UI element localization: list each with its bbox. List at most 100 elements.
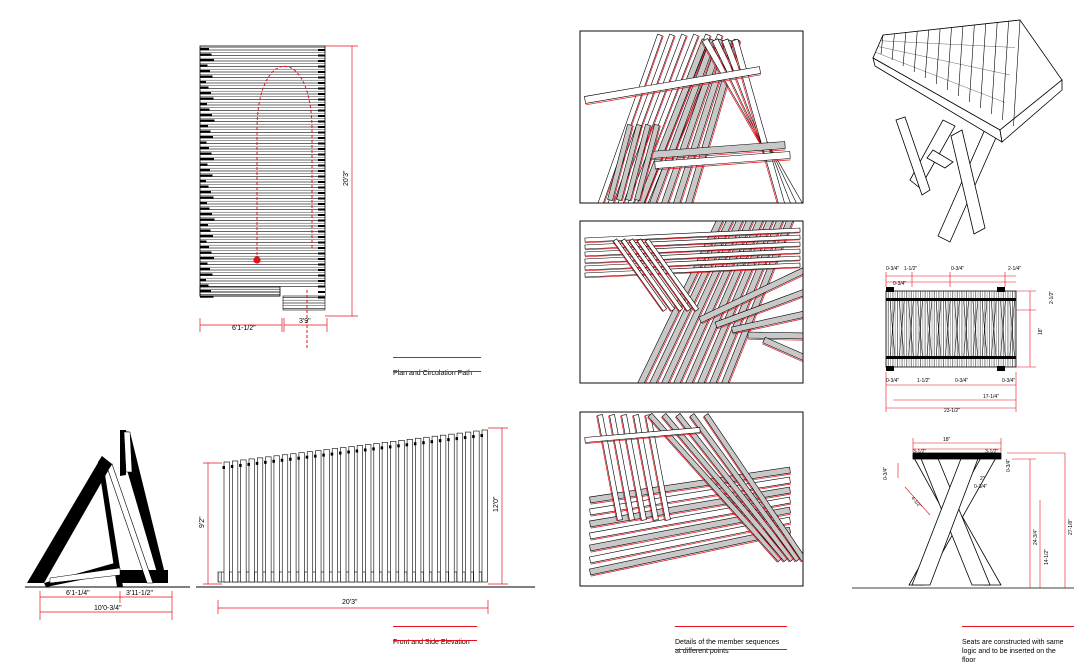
plan-member-end bbox=[200, 279, 206, 282]
plan-member-end bbox=[200, 147, 209, 150]
dim-leg-c: 0-3/4" bbox=[883, 467, 889, 480]
detail-member bbox=[625, 123, 651, 202]
plan-member-end bbox=[318, 214, 325, 216]
detail-member-edge bbox=[620, 415, 641, 521]
plan-member-end bbox=[200, 273, 213, 276]
seat-perspective bbox=[872, 19, 1063, 243]
detail-member-edge bbox=[716, 221, 785, 383]
front-post-joint bbox=[438, 439, 442, 443]
detail-member-edge bbox=[674, 416, 790, 563]
plan-right-member-ends bbox=[318, 49, 325, 299]
plan-member-end bbox=[318, 269, 325, 271]
detail-member bbox=[731, 311, 803, 334]
plan-member-end bbox=[318, 263, 325, 266]
detail-member bbox=[747, 331, 803, 340]
plan-member-end bbox=[318, 148, 325, 150]
seat-cross-member bbox=[954, 299, 960, 359]
plan-member-end bbox=[200, 64, 208, 67]
front-post bbox=[315, 450, 322, 583]
plan-member-end bbox=[318, 219, 325, 222]
detail-member bbox=[731, 38, 785, 203]
plan-member-end bbox=[318, 65, 325, 68]
detail-1-members bbox=[584, 33, 803, 203]
front-post bbox=[323, 449, 330, 583]
detail-member-edge bbox=[585, 260, 801, 272]
plan-member-end bbox=[200, 240, 207, 243]
plan-member-end bbox=[200, 251, 212, 254]
detail-member-edge bbox=[585, 246, 801, 258]
front-post-joint bbox=[472, 435, 475, 439]
seat-slat bbox=[880, 34, 884, 55]
front-post bbox=[290, 453, 297, 583]
dim-leg-a: 3-1/2" bbox=[913, 449, 926, 455]
detail-member bbox=[584, 427, 701, 443]
detail-member-edge bbox=[628, 241, 680, 312]
plan-member-end bbox=[318, 203, 325, 205]
caption-seats: Seats are constructed with same logic an… bbox=[962, 626, 1074, 664]
detail-member bbox=[584, 227, 801, 243]
seat-slat bbox=[957, 26, 964, 97]
detail-member-edge bbox=[732, 318, 803, 335]
seat-cross-member bbox=[917, 299, 923, 359]
dim-leg-h: 24-3/4" bbox=[1033, 529, 1039, 545]
front-post bbox=[356, 445, 363, 583]
plan-member-end bbox=[318, 175, 325, 178]
front-post bbox=[265, 456, 272, 583]
detail-member-edge bbox=[730, 41, 778, 203]
plan-member-end bbox=[200, 59, 214, 62]
caption-elevation-text: Front and Side Elevation bbox=[393, 639, 470, 646]
detail-member-edge bbox=[717, 296, 803, 330]
plan-member-end bbox=[318, 49, 325, 51]
front-posts bbox=[222, 429, 488, 583]
front-post bbox=[223, 461, 230, 583]
caption-details-text: Details of the member sequences at diffe… bbox=[675, 639, 780, 655]
plan-member-end bbox=[200, 108, 210, 111]
dim-seat-left-edge: 0-3/4" bbox=[893, 281, 906, 287]
seat-slat bbox=[991, 22, 998, 115]
dim-seat-top-a: 0-3/4" bbox=[886, 266, 899, 272]
front-post-joint bbox=[247, 462, 250, 466]
plan-member-end bbox=[318, 247, 325, 249]
front-post bbox=[415, 437, 422, 583]
front-post-joint bbox=[314, 454, 317, 458]
plan-member-end bbox=[318, 120, 325, 123]
detail-member-edge bbox=[640, 125, 661, 201]
front-post bbox=[381, 442, 388, 583]
detail-member-edge bbox=[613, 125, 634, 201]
plan-member-end bbox=[200, 125, 208, 128]
seat-slat bbox=[902, 32, 907, 67]
seat-cross-member bbox=[908, 299, 914, 359]
front-post-joint bbox=[463, 436, 467, 440]
plan-member-end bbox=[200, 141, 207, 144]
plan-member-end bbox=[200, 202, 207, 205]
dim-seat-height-b: 18" bbox=[1038, 327, 1044, 335]
caption-plan-rule bbox=[393, 357, 481, 358]
plan-member-end bbox=[200, 235, 213, 238]
seat-slat bbox=[946, 27, 952, 91]
plan-member-end bbox=[200, 169, 210, 172]
detail-member-edge bbox=[585, 232, 801, 244]
plan-member-end bbox=[200, 268, 210, 271]
plan-member-end bbox=[200, 213, 212, 216]
plan-member-end bbox=[318, 258, 325, 260]
detail-member bbox=[612, 238, 668, 312]
plan-member-end bbox=[318, 60, 325, 62]
detail-member bbox=[589, 526, 791, 576]
seat-leg-dimensions bbox=[897, 438, 1066, 588]
seat-slat bbox=[935, 28, 941, 85]
seat-slat bbox=[891, 33, 895, 61]
seat-cross-member bbox=[1000, 299, 1006, 359]
seat-cross-member bbox=[963, 299, 969, 359]
detail-member-edge bbox=[622, 125, 643, 201]
front-post-joint bbox=[405, 443, 409, 447]
plan-member-end bbox=[318, 230, 325, 233]
caption-elevation: Front and Side Elevation bbox=[393, 626, 477, 646]
front-post bbox=[248, 458, 255, 583]
front-post-joint bbox=[447, 438, 450, 442]
dim-seat-bot-a: 0-3/4" bbox=[886, 378, 899, 384]
plan-member-end bbox=[200, 257, 214, 260]
dim-leg-total: 27-1/8" bbox=[1068, 519, 1074, 535]
detail-member bbox=[644, 238, 700, 312]
dim-leg-b: 3-1/2" bbox=[985, 449, 998, 455]
plan-member-end bbox=[200, 130, 211, 133]
